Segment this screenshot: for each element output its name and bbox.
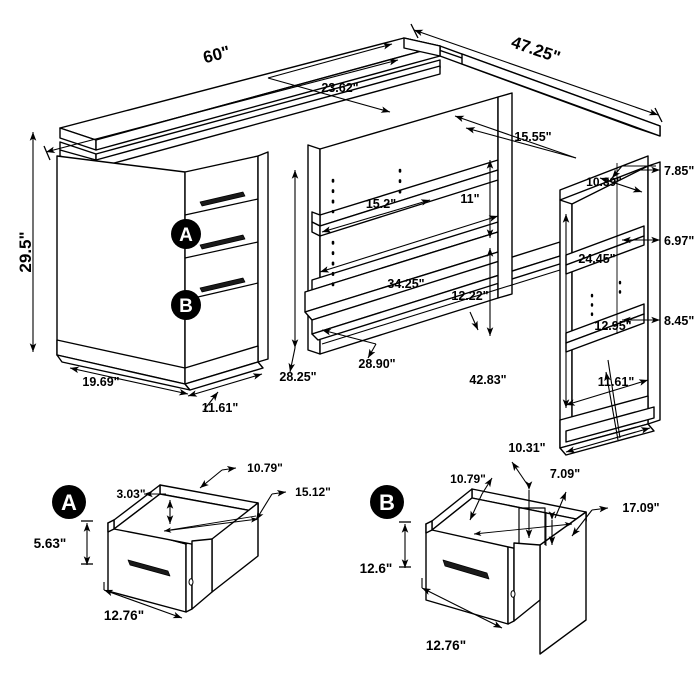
dim-47-25: 47.25" — [509, 33, 563, 67]
dim-b-7-09: 7.09" — [550, 467, 580, 481]
dim-42-83: 42.83" — [469, 373, 506, 387]
center-divider-post — [497, 92, 513, 299]
detail-a-dimension-labels: 5.63" 12.76" 3.03" 10.79" 15.12" — [34, 461, 331, 623]
dim-15-2: 15.2" — [366, 197, 396, 211]
detail-a-marker-label: A — [61, 490, 77, 515]
detail-a-view: A — [34, 461, 331, 623]
dim-7-85: 7.85" — [664, 164, 694, 178]
drawer-a-handle[interactable] — [127, 559, 171, 577]
drawer-a-screw-hole — [188, 578, 194, 586]
dim-11: 11" — [460, 192, 479, 206]
dim-b-12-6: 12.6" — [360, 561, 393, 576]
right-bookcase-unit — [559, 155, 661, 456]
dim-34-25: 34.25" — [387, 277, 424, 291]
marker-a-main: A — [171, 219, 201, 249]
drawer-b-handle[interactable] — [442, 559, 490, 580]
dim-b-12-76: 12.76" — [426, 638, 466, 653]
dim-12-22: 12.22" — [451, 289, 488, 303]
dim-a-15-12: 15.12" — [295, 485, 331, 499]
detail-b-dimension-lines — [399, 461, 609, 629]
dim-28-90: 28.90" — [358, 357, 395, 371]
dim-8-45: 8.45" — [664, 314, 694, 328]
drawer-handle-top[interactable] — [199, 191, 246, 207]
dim-b-17-09: 17.09" — [622, 501, 659, 515]
detail-b-view: B — [360, 441, 660, 655]
drawer-handle-bottom[interactable] — [199, 277, 246, 293]
dim-a-5-63: 5.63" — [34, 536, 67, 551]
dim-11-61-left: 11.61" — [202, 401, 239, 415]
main-assembly-view: 60" 47.25" 23.62" 29.5" 19.69" 11.61" 28… — [16, 23, 694, 456]
shelf-pin-holes — [331, 168, 402, 292]
dim-10-39: 10.39" — [586, 175, 622, 189]
drawer-b-screw-hole — [510, 590, 516, 598]
dim-a-12-76: 12.76" — [104, 608, 144, 623]
dim-11-61-right: 11.61" — [598, 375, 635, 389]
left-pedestal-cabinet — [56, 151, 269, 391]
dim-b-10-31: 10.31" — [508, 441, 545, 455]
drawer-a-box — [107, 484, 259, 613]
dim-b-10-79: 10.79" — [450, 472, 486, 486]
dimension-lines-main — [29, 23, 663, 453]
bookcase-pin-holes — [590, 280, 622, 320]
dim-28-25: 28.25" — [279, 370, 316, 384]
dim-23-62: 23.62" — [321, 81, 358, 95]
dim-24-45: 24.45" — [578, 252, 615, 266]
marker-b-main-label: B — [179, 296, 193, 317]
dim-60: 60" — [201, 42, 232, 67]
marker-a-main-label: A — [179, 225, 193, 246]
drawer-handle-middle[interactable] — [199, 234, 246, 250]
dim-a-3-03: 3.03" — [116, 487, 145, 501]
marker-b-main: B — [171, 290, 201, 320]
dim-12-95: 12.95" — [594, 319, 631, 333]
detail-a-marker: A — [52, 485, 86, 519]
dim-19-69: 19.69" — [82, 375, 119, 389]
detail-b-marker: B — [370, 485, 404, 519]
dim-29-5: 29.5" — [16, 231, 35, 272]
dim-a-10-79: 10.79" — [247, 461, 283, 475]
detail-b-dimension-labels: 12.6" 12.76" 10.79" 10.31" 7.09" 17.09" — [360, 441, 660, 653]
dimension-labels-main: 60" 47.25" 23.62" 29.5" 19.69" 11.61" 28… — [16, 33, 694, 415]
drawer-b-box — [425, 488, 587, 655]
detail-b-marker-label: B — [379, 490, 395, 515]
dim-15-55: 15.55" — [514, 130, 551, 144]
dim-6-97: 6.97" — [664, 234, 694, 248]
detail-a-dimension-lines — [81, 465, 287, 619]
